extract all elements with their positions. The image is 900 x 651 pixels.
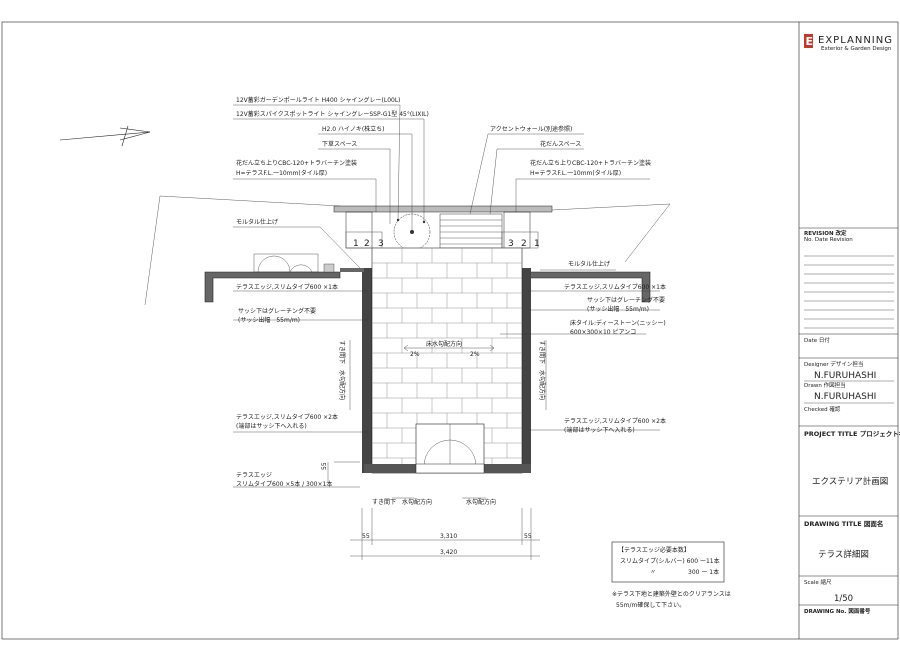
label-mortar-left: モルタル仕上げ [236,218,278,226]
label-accent-wall: アクセントウォール(別途参照) [490,125,572,133]
label-edge-right-bottom-1: テラスエッジ,スリムタイプ600 ×2本 [564,417,666,425]
label-edge-left-bottom-2: (端部はサッシ下へ入れる) [236,422,307,430]
bed-layer-1-right: 1 [534,239,540,249]
label-edge-left-bottom-1: テラスエッジ,スリムタイプ600 ×2本 [236,413,338,421]
sheet-border [1,21,899,640]
scale-label: Scale 縮尺 [804,578,832,586]
logo: E EXPLANNING Exterior & Garden Design [804,34,893,52]
label-lower-space: 下草スペース [322,140,357,148]
label-sash-left-1: サッシ下はグレーチング不要 [238,307,316,315]
label-slope-center: 床水勾配方向 [426,340,462,348]
note-box: 【テラスエッジ必要本数】 スリムタイプ(シルバー) 600 ー11本 〃 300… [611,541,725,583]
slope-arrows [334,340,547,499]
sash-door [364,423,531,474]
porch-left [253,253,335,273]
date-label: Date 日付 [804,336,830,344]
label-side-right: すき間下 水勾配方向 [538,340,546,400]
drawing-no-label: DRAWING No. 図面番号 [804,607,871,615]
label-sash-left-2: (サッシ出幅 55m/m) [238,316,300,324]
logo-tagline: Exterior & Garden Design [821,46,892,52]
project-title: エクステリア計画図 [812,476,888,487]
label-edge-left-top: テラスエッジ,スリムタイプ600 ×1本 [236,283,338,291]
dim-3310: 3,310 [440,533,457,540]
label-edge-right-top: テラスエッジ,スリムタイプ600 ×1本 [564,283,666,291]
label-slope-pct-right: 2% [470,351,480,358]
raised-bed: 1 2 3 3 2 1 [333,205,553,251]
label-spike-light: 12V蓄彩スパイクスポットライト シャイングレーSSP-G1型 45°(LIXI… [236,110,429,118]
label-floor-tile-1: 床タイル:ディーストーン(ニッシー) [570,319,666,327]
label-bottom-left: すき間下 水勾配方向 [372,498,432,506]
label-edge-front-1: テラスエッジ [236,472,272,479]
revision-label: REVISION 改定 [804,229,847,237]
terrace-plan: 1 2 3 3 2 1 [59,96,731,609]
note-box-line1: スリムタイプ(シルバー) 600 ー11本 [620,557,720,565]
accent-wall [439,213,503,249]
designer-name: N.FURUHASHI [814,371,876,381]
label-sash-right-2: (サッシ出幅 55m/m) [587,305,649,313]
bed-layer-1-left: 1 [353,239,359,249]
note-box-line2-mark: 〃 [650,569,656,576]
logo-mark-letter: E [806,35,814,48]
scale-value: 1/50 [834,594,853,604]
drawn-name: N.FURUHASHI [814,392,876,402]
logo-name: EXPLANNING [818,35,893,46]
drawing-title: テラス詳細図 [818,549,869,560]
label-slope-pct-left: 2% [410,351,420,358]
dim-3420: 3,420 [440,549,457,556]
label-edge-right-bottom-2: (端部はサッシ下へ入れる) [564,426,635,434]
label-tree: H2.0 ハイノキ(株立ち) [322,125,385,133]
leader-lines [233,104,660,488]
label-raised-bed-right-2: H=テラスF.L.一10mm(タイル厚) [530,169,621,177]
logo-mark-icon [804,34,813,48]
bed-layer-2-right: 2 [521,239,527,249]
north-arrow-icon [59,125,151,147]
dim-55-side: 55 [321,462,328,470]
footnote-line1: ※テラス下地と建築外壁とのクリアランスは [612,590,731,598]
revision-sub: No. Date Revision [804,237,853,243]
revision-rows [804,255,894,329]
bed-layer-2-left: 2 [364,239,370,249]
project-title-label: PROJECT TITLE プロジェクト名 [804,429,900,438]
dim-55-left: 55 [362,533,370,540]
note-box-title: 【テラスエッジ必要本数】 [618,546,690,554]
annotations: 12V蓄彩ガーデンポールライト H400 シャイングレー(L00L) 12V蓄彩… [236,96,666,556]
label-flowerbed-space: 花だんスペース [540,140,581,148]
label-side-left: すき間下 水勾配方向 [338,340,346,400]
house-wall-left [204,268,372,473]
dimension-lines [327,462,540,560]
title-block: E EXPLANNING Exterior & Garden Design RE… [799,34,900,615]
label-sash-right-1: サッシ下はグレーチング不要 [587,296,665,304]
drawing-title-label: DRAWING TITLE 図面名 [804,519,883,528]
label-raised-bed-left-2: H=テラスF.L.一10mm(タイル厚) [236,169,327,177]
dim-55-right: 55 [524,533,532,540]
label-bottom-right: 水勾配方向 [466,498,496,506]
label-floor-tile-2: 600×300×10 ピアンコ [570,329,636,336]
site-boundary [144,195,671,306]
label-light-pole: 12V蓄彩ガーデンポールライト H400 シャイングレー(L00L) [236,96,401,104]
designer-label: Designer デザイン担当 [804,360,863,368]
bed-layer-3-right: 3 [508,239,514,249]
label-edge-front-2: スリムタイプ600 ×5本 / 300×1本 [236,480,332,488]
checked-label: Checked 確認 [804,405,841,413]
note-box-line2: 300 ー 1本 [688,568,719,576]
drawn-label: Drawn 作図担当 [804,381,846,389]
label-raised-bed-left-1: 花だん立ち上りCBC-120+トラバーチン塗装 [236,159,357,167]
label-mortar-right: モルタル仕上げ [568,260,610,268]
label-raised-bed-right-1: 花だん立ち上りCBC-120+トラバーチン塗装 [530,159,651,167]
footnote-line2: 55m/m確保して下さい。 [616,601,685,609]
bed-layer-3-left: 3 [378,239,384,249]
